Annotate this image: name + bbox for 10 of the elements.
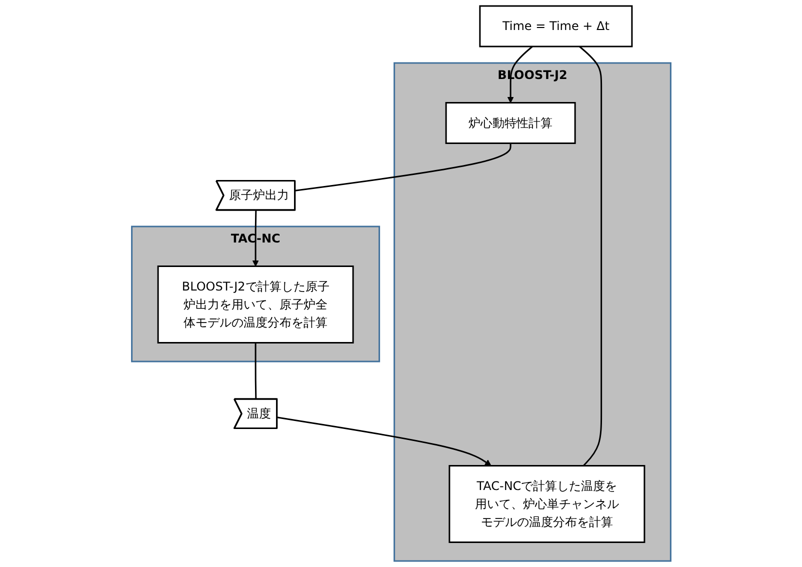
connector bbox=[254, 342, 256, 400]
arrow bbox=[252, 210, 259, 267]
node-box: 炉心動特性計算 bbox=[445, 102, 576, 144]
connector bbox=[578, 46, 602, 466]
node-box: TAC-NCで計算した温度を用いて、炉心単チャンネルモデルの温度分布を計算 bbox=[448, 465, 645, 543]
connector bbox=[294, 143, 512, 192]
arrow bbox=[276, 416, 492, 466]
node-box: BLOOST-J2で計算した原子炉出力を用いて、原子炉全体モデルの温度分布を計算 bbox=[157, 266, 354, 344]
arrow bbox=[507, 46, 533, 104]
node-box: Time = Time + Δt bbox=[478, 5, 632, 48]
